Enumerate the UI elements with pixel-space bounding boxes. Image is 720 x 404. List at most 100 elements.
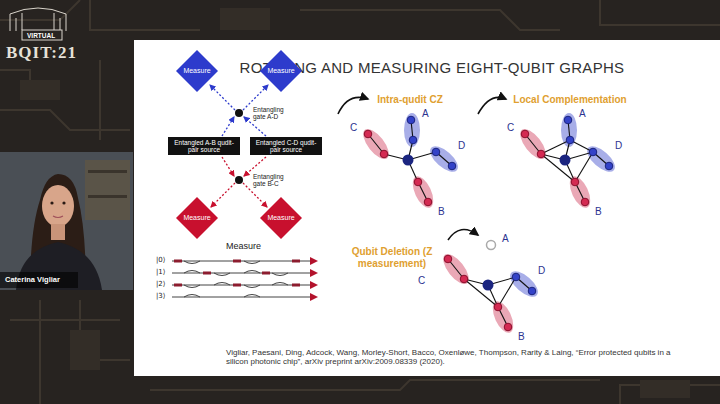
interferometer-circuit: [184, 285, 200, 288]
operation-label: Qubit Deletion (Z measurement): [350, 246, 434, 269]
interferometer-circuit: [172, 257, 318, 301]
measure-diamond: Measure: [176, 50, 218, 92]
qudit-letter: A: [579, 108, 586, 120]
source-box: Entangled C-D qudit-pair source: [250, 137, 322, 156]
node-label: Measure: [183, 214, 210, 222]
graph-state: [448, 162, 456, 170]
speaker-webcam: [53, 216, 63, 218]
graph-state: [359, 125, 394, 163]
interferometer-circuit: [292, 284, 300, 287]
conference-logo: [22, 13, 23, 30]
interferometer-circuit: [244, 271, 260, 274]
graph-state: [516, 113, 619, 211]
qudit-letter: D: [538, 265, 545, 277]
graph-state: [525, 120, 609, 202]
operation-label: Intra-qudit CZ: [377, 94, 443, 106]
speaker-webcam: [51, 224, 65, 240]
graph-state: [521, 130, 529, 138]
graph-state: [407, 116, 456, 170]
graph-state: [521, 130, 589, 206]
circuit-background: [20, 80, 60, 100]
graph-state: [566, 173, 595, 211]
interferometer-circuit: [172, 273, 310, 274]
diamond-shape: [176, 50, 218, 92]
node-text-holder: Measure: [176, 197, 218, 239]
graph-state: [444, 255, 452, 263]
interferometer-circuit: [310, 293, 318, 301]
circuit-background: [39, 300, 41, 404]
speaker-webcam: [85, 160, 130, 220]
graph-state: [512, 273, 536, 295]
operation-arrows: [448, 230, 478, 240]
speaker-webcam: [62, 201, 65, 204]
qudit-letter: C: [507, 122, 514, 134]
speaker-name: Caterina Vigliar: [5, 276, 60, 285]
basis-state: |2⟩: [156, 280, 166, 288]
circuit-background: [99, 60, 101, 140]
graph-state: [541, 154, 575, 182]
node-label: Measure: [267, 214, 294, 222]
citation: Vigliar, Paesani, Ding, Adcock, Wang, Mo…: [226, 348, 678, 366]
interferometer-circuit: [310, 269, 318, 277]
node-text-holder: Measure: [176, 50, 218, 92]
graph-state: [409, 173, 438, 211]
interferometer-circuit: [244, 285, 260, 288]
conference-logo: [10, 8, 66, 31]
operation-arrows: [338, 97, 506, 240]
node-label: Measure: [267, 67, 294, 75]
speaker-webcam: [0, 272, 78, 288]
conference-logo: [54, 13, 55, 30]
speaker-webcam: [42, 185, 74, 227]
conference-logo: [22, 30, 62, 40]
measure-diamond: Measure: [260, 50, 302, 92]
diamond-shape: [260, 197, 302, 239]
graph-state: [537, 150, 545, 158]
schematic-connectors: [210, 85, 235, 110]
circuit-background: [600, 0, 720, 25]
slide-background: [134, 40, 720, 376]
conference-logo: [16, 18, 17, 31]
interferometer-circuit: [272, 273, 288, 276]
measure-diamond: Measure: [176, 197, 218, 239]
interferometer-circuit: [272, 283, 288, 286]
graph-state: [448, 259, 532, 327]
gate-label: Entangling gate B-C: [253, 173, 297, 188]
banner-text: VIRTUAL: [27, 32, 55, 39]
graph-state: [424, 198, 432, 206]
interferometer-circuit: [174, 260, 300, 287]
qudit-letter: A: [502, 233, 509, 245]
basis-state: |1⟩: [156, 268, 166, 276]
graph-state: [380, 150, 388, 158]
speaker-webcam: [0, 152, 133, 290]
interferometer-circuit: [262, 272, 270, 275]
graph-state: [494, 303, 502, 311]
speaker-webcam: [50, 201, 53, 204]
interferometer-circuit: [172, 297, 310, 298]
interferometer-circuit: [172, 285, 310, 286]
qudit-letter: A: [422, 108, 429, 120]
interferometer-circuit: [214, 273, 230, 276]
node-label: Measure: [183, 67, 210, 75]
interferometer-circuit: [174, 284, 182, 287]
graph-state: [359, 113, 462, 211]
graph-state: [403, 155, 414, 166]
qudit-letter: C: [418, 275, 425, 287]
operation-arrows: [478, 97, 506, 114]
circuit-background: [150, 380, 600, 390]
node-label: Entangled A-B qudit-pair source: [171, 139, 237, 154]
interferometer-circuit: [184, 271, 200, 274]
graph-state: [426, 142, 462, 176]
interferometer-circuit: [233, 284, 241, 287]
graph-state: [483, 280, 494, 291]
schematic-connectors: [211, 183, 235, 207]
graph-state: [504, 323, 512, 331]
diamond-shape: [176, 197, 218, 239]
graph-state: [407, 116, 415, 124]
circuit-background: [640, 380, 690, 398]
graph-state: [512, 273, 520, 281]
qudit-letter: D: [458, 140, 465, 152]
circuit-background: [10, 319, 120, 321]
circuit-background: [70, 330, 100, 370]
